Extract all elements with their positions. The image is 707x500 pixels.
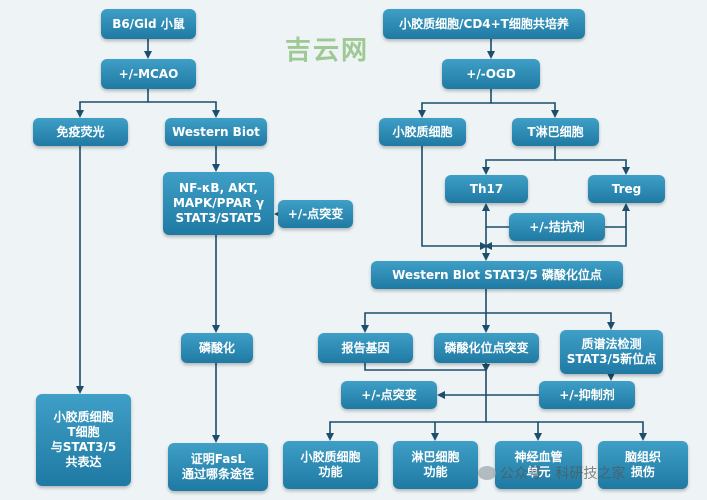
- node-point-mutation-right: +/-点突变: [341, 381, 437, 409]
- node-western-blot-stat: Western Blot STAT3/5 磷酸化位点: [371, 261, 623, 289]
- node-t-lymphocyte: T淋巴细胞: [512, 118, 599, 146]
- edge-n2-n3: [76, 89, 149, 118]
- node-th17: Th17: [445, 175, 528, 203]
- edge-n12-n17: [421, 146, 488, 250]
- watermark-logo: 吉云网: [285, 36, 370, 66]
- node-brain-injury: 脑组织 损伤: [598, 441, 688, 489]
- watermark-footer-text: 公众号 · 科研技之家: [500, 466, 626, 482]
- watermark-footer: 公众号 · 科研技之家: [478, 463, 625, 483]
- edge-n11-n12: [418, 89, 492, 118]
- node-prove-fasl: 证明FasL 通过哪条途径: [168, 443, 268, 491]
- edge-n13-n15: [555, 159, 630, 175]
- node-ogd: +/-OGD: [442, 59, 540, 89]
- edge-n17-n18: [361, 289, 487, 333]
- edge-n16-n15: [605, 203, 630, 228]
- node-neurovascular-unit: 神经血管 单元: [495, 441, 582, 489]
- node-mass-spec: 质谱法检测 STAT3/5新位点: [560, 330, 663, 374]
- node-b6-gld-mouse: B6/Gld 小鼠: [101, 9, 196, 39]
- edge-n15-n17: [484, 227, 627, 250]
- node-treg: Treg: [588, 175, 665, 203]
- node-microglia-function: 小胶质细胞 功能: [283, 441, 378, 489]
- node-phosphorylation: 磷酸化: [181, 333, 253, 363]
- wechat-icon: [478, 466, 496, 480]
- node-antagonist: +/-拮抗剂: [509, 213, 605, 241]
- edge-n21-n23: [326, 395, 487, 441]
- node-coculture: 小胶质细胞/CD4+T细胞共培养: [383, 9, 585, 39]
- node-point-mutation-left: +/-点突变: [278, 200, 353, 228]
- node-microglia: 小胶质细胞: [379, 118, 466, 146]
- edge-n22-n25: [486, 394, 539, 439]
- edge-n22-n26: [538, 421, 647, 441]
- edge-n11-n13: [491, 102, 559, 118]
- edge-n16-n14: [482, 203, 509, 228]
- node-coexpression: 小胶质细胞 T细胞 与STAT3/5 共表达: [36, 394, 131, 486]
- node-pathways: NF-κB, AKT, MAPK/PPAR γ STAT3/STAT5: [163, 172, 274, 235]
- node-inhibitor: +/-抑制剂: [539, 381, 635, 409]
- node-immunofluorescence: 免疫荧光: [33, 118, 128, 146]
- node-western-biot: Western Biot: [165, 118, 267, 146]
- edge-n17-n20: [486, 312, 615, 330]
- node-reporter-gene: 报告基因: [318, 333, 413, 363]
- edge-n2-n4: [148, 101, 220, 118]
- node-lymphocyte-function: 淋巴细胞 功能: [393, 441, 478, 489]
- node-site-mutation: 磷酸化位点突变: [434, 333, 539, 363]
- node-mcao: +/-MCAO: [101, 59, 196, 89]
- edge-n13-n14: [482, 146, 556, 175]
